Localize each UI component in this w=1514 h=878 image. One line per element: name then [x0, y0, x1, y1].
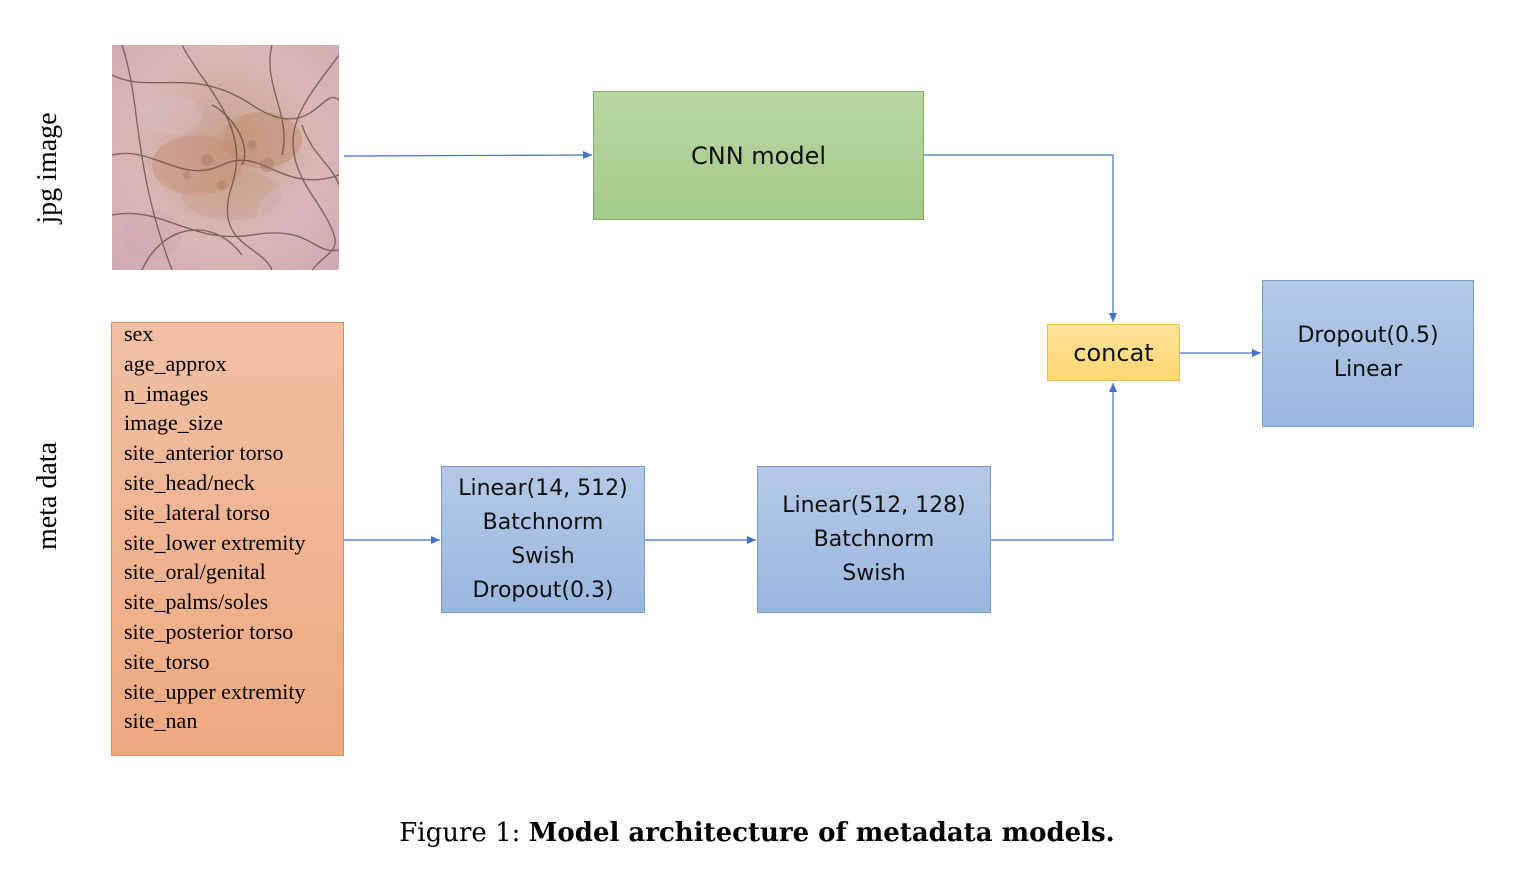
block2-to-concat-arrow	[991, 383, 1117, 541]
meta-feature-item: site_nan	[124, 708, 198, 734]
block1-dropout-label: Dropout(0.3)	[472, 577, 614, 603]
meta-feature-item: image_size	[124, 410, 223, 436]
block2-swish-label: Swish	[842, 560, 906, 586]
concat-box: concat	[1047, 324, 1180, 381]
output-head-box: Dropout(0.5) Linear	[1262, 280, 1474, 427]
meta-feature-item: site_upper extremity	[124, 678, 306, 704]
block2-batchnorm-label: Batchnorm	[813, 526, 935, 552]
meta-feature-item: site_palms/soles	[124, 589, 269, 615]
meta-feature-item: site_lateral torso	[124, 499, 271, 525]
meta-feature-item: age_approx	[124, 350, 227, 376]
output-dropout-label: Dropout(0.5)	[1297, 323, 1439, 348]
meta-feature-item: site_posterior torso	[124, 618, 294, 644]
block1-linear-label: Linear(14, 512)	[458, 475, 628, 501]
meta-feature-item: site_torso	[124, 648, 210, 674]
concat-label: concat	[1073, 338, 1154, 367]
metadata-feature-list: sex age_approx n_images image_size site_ante…	[111, 321, 344, 756]
metadata-block-1: Linear(14, 512) Batchnorm Swish Dropout(…	[441, 466, 645, 613]
meta-feature-item: site_lower extremity	[124, 529, 306, 555]
cnn-to-concat-arrow	[924, 154, 1117, 322]
meta-feature-item: site_oral/genital	[124, 559, 266, 585]
meta-feature-item: n_images	[124, 380, 209, 406]
image-to-cnn-arrow	[343, 151, 593, 160]
meta-feature-item: site_head/neck	[124, 469, 255, 495]
cnn-model-box: CNN model	[593, 91, 924, 220]
metadata-block-2: Linear(512, 128) Batchnorm Swish	[757, 466, 991, 613]
block2-linear-label: Linear(512, 128)	[782, 492, 966, 518]
skin-lesion-image	[112, 45, 339, 270]
meta-feature-item: sex	[124, 321, 154, 346]
cnn-model-label: CNN model	[690, 141, 827, 170]
caption-title: Model architecture of metadata models.	[528, 818, 1115, 848]
meta-feature-item: site_anterior torso	[124, 440, 284, 466]
figure-caption: Figure 1: Model architecture of metadata…	[0, 818, 1514, 848]
block1-swish-label: Swish	[511, 543, 575, 569]
block1-batchnorm-label: Batchnorm	[482, 509, 604, 535]
output-linear-label: Linear	[1333, 357, 1403, 382]
caption-prefix: Figure 1:	[399, 818, 521, 848]
